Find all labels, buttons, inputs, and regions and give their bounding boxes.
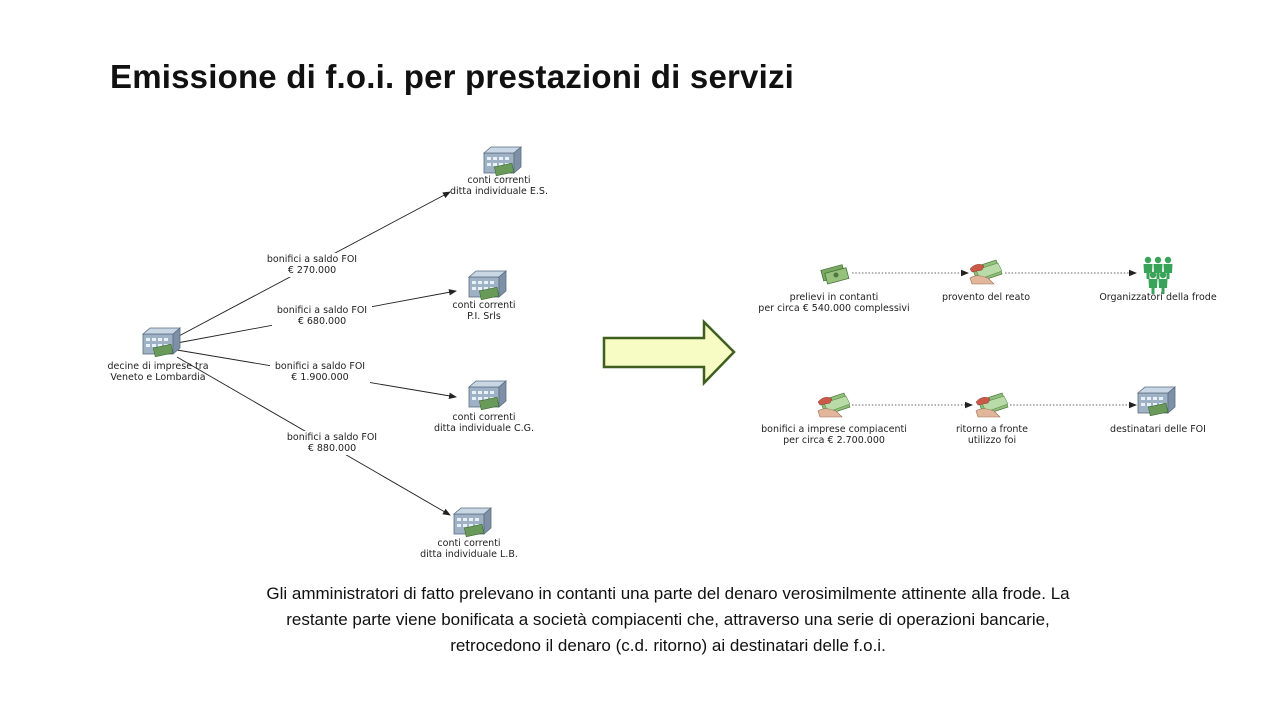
- edge-label: bonifici a saldo FOI: [287, 432, 377, 443]
- money-hand-icon: [817, 392, 851, 418]
- node-label: bonifici a imprese compiacenti: [761, 424, 907, 435]
- target-node-label: P.I. Srls: [467, 311, 501, 322]
- block-arrow: [602, 318, 736, 387]
- edge-amount: € 880.000: [308, 443, 356, 454]
- target-node-label: conti correnti: [437, 538, 500, 549]
- money-hand-icon: [969, 259, 1003, 285]
- node-label: per circa € 2.700.000: [783, 435, 885, 446]
- people-group-icon: [1143, 256, 1173, 294]
- edge-amount: € 680.000: [298, 316, 346, 327]
- bank-building-icon: [468, 270, 507, 301]
- caption-line: Gli amministratori di fatto prelevano in…: [266, 584, 1070, 603]
- edge-label: bonifici a saldo FOI: [275, 361, 365, 372]
- source-node-label: Veneto e Lombardia: [110, 372, 205, 383]
- bank-building-icon: [142, 327, 181, 358]
- node-label: provento del reato: [942, 292, 1030, 303]
- bank-building-icon: [468, 380, 507, 411]
- node-label: utilizzo foi: [968, 435, 1016, 446]
- node-label: per circa € 540.000 complessivi: [758, 303, 909, 314]
- caption-line: restante parte viene bonificata a societ…: [286, 610, 1050, 629]
- target-node-label: ditta individuale E.S.: [450, 186, 548, 197]
- node-label: destinatari delle FOI: [1110, 424, 1206, 435]
- source-node-label: decine di imprese tra: [107, 361, 208, 372]
- edge-label: bonifici a saldo FOI: [277, 305, 367, 316]
- target-node-label: ditta individuale L.B.: [420, 549, 518, 560]
- node-label: Organizzatori della frode: [1099, 292, 1217, 303]
- node-label: prelievi in contanti: [790, 292, 879, 303]
- caption: Gli amministratori di fatto prelevano in…: [150, 581, 1186, 659]
- caption-line: retrocedono il denaro (c.d. ritorno) ai …: [450, 636, 886, 655]
- bank-building-icon: [453, 507, 492, 538]
- bank-building-icon: [483, 146, 522, 177]
- bank-building-icon: [1137, 386, 1176, 417]
- target-node-label: conti correnti: [467, 175, 530, 186]
- target-node-label: ditta individuale C.G.: [434, 423, 534, 434]
- edge-amount: € 270.000: [288, 265, 336, 276]
- money-hand-icon: [975, 392, 1009, 418]
- node-label: ritorno a fronte: [956, 424, 1028, 435]
- slide-title: Emissione di f.o.i. per prestazioni di s…: [110, 58, 795, 95]
- target-node-label: conti correnti: [452, 300, 515, 311]
- edge-label: bonifici a saldo FOI: [267, 254, 357, 265]
- target-node-label: conti correnti: [452, 412, 515, 423]
- edge-amount: € 1.900.000: [291, 372, 348, 383]
- cash-icon: [820, 264, 850, 285]
